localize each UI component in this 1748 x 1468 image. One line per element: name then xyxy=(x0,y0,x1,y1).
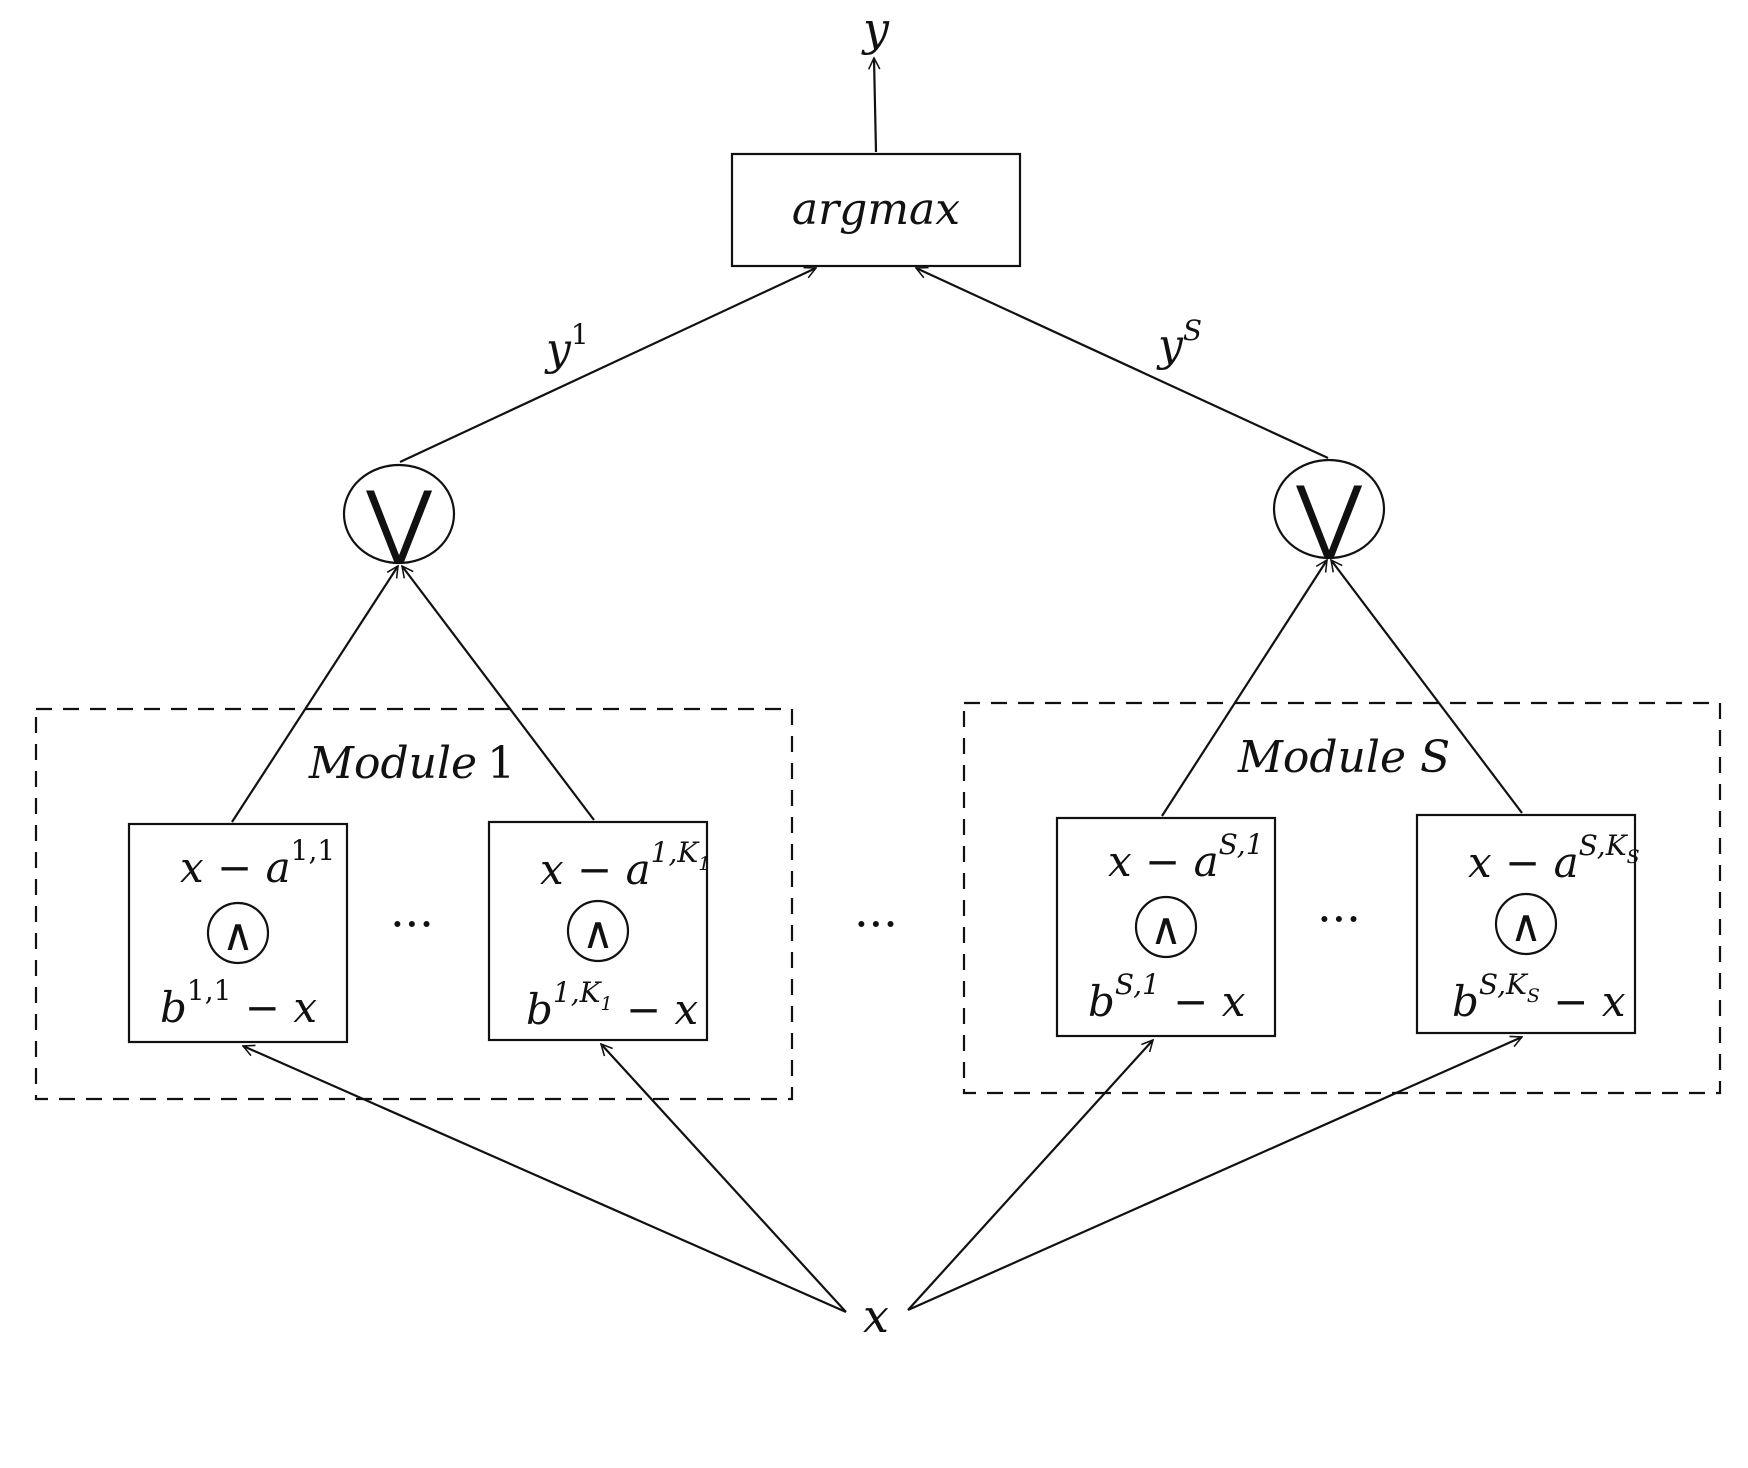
unit-S-1: x − aS,1 ∧ bS,1 − x xyxy=(1055,816,1277,1038)
and-node xyxy=(1134,895,1198,959)
edge-orS-to-argmax xyxy=(916,268,1329,459)
argmax-label: argmax xyxy=(792,184,960,235)
module-ellipsis: ··· xyxy=(854,897,898,951)
edge-unit-S-KS-to-orS xyxy=(1331,560,1523,814)
unit-S-KS: x − aS,KS ∧ bS,KS − x xyxy=(1415,813,1640,1035)
and-symbol: ∧ xyxy=(582,908,614,959)
unit-bottom-expression: b1,1 − x xyxy=(160,974,317,1032)
unit-top-expression: x − a1,K1 xyxy=(540,836,710,894)
module-1-frame xyxy=(34,707,794,1101)
unit-1-K1: x − a1,K1 ∧ b1,K1 − x xyxy=(487,820,710,1042)
unit-bottom-expression: bS,KS − x xyxy=(1452,968,1626,1026)
edge-unit-1-1-to-or1 xyxy=(231,566,398,823)
unit-top-expression: x − a1,1 xyxy=(180,834,335,892)
unit-ellipsis-module-S: ··· xyxy=(1317,892,1361,946)
and-symbol: ∧ xyxy=(1510,901,1542,952)
and-node xyxy=(206,901,270,965)
and-node xyxy=(566,899,630,963)
module-S-title: Module S xyxy=(1237,732,1450,783)
input-x-label: x xyxy=(863,1289,889,1343)
or-node-1: ⋁ xyxy=(342,463,456,567)
and-node xyxy=(1494,892,1558,956)
or-symbol: ⋁ xyxy=(1295,469,1362,562)
unit-bottom-expression: b1,K1 − x xyxy=(526,976,699,1034)
edge-argmax-to-y xyxy=(874,58,876,153)
unit-bottom-expression: bS,1 − x xyxy=(1088,968,1246,1026)
and-symbol: ∧ xyxy=(222,910,254,961)
edge-unit-S-1-to-orS xyxy=(1161,560,1327,817)
edge-or1-to-argmax xyxy=(399,268,816,463)
output-y-label: y xyxy=(861,2,890,56)
or-symbol: ⋁ xyxy=(365,474,432,567)
y1-label: y1 xyxy=(544,318,589,375)
edge-x-to-unit-1-1 xyxy=(243,1046,847,1314)
unit-ellipsis-module-1: ··· xyxy=(390,897,434,951)
or-node-S: ⋁ xyxy=(1272,458,1386,562)
edge-unit-1-K1-to-or1 xyxy=(402,566,595,821)
edge-x-to-unit-1-K1 xyxy=(601,1044,847,1313)
argmax-box xyxy=(730,152,1022,268)
and-symbol: ∧ xyxy=(1150,904,1182,955)
unit-1-1: x − a1,1 ∧ b1,1 − x xyxy=(127,822,349,1044)
yS-label: yS xyxy=(1156,314,1202,371)
edge-x-to-unit-S-1 xyxy=(907,1040,1153,1311)
edge-x-to-unit-S-KS xyxy=(907,1037,1522,1312)
module-S-frame xyxy=(962,701,1722,1095)
unit-top-expression: x − aS,KS xyxy=(1468,829,1640,887)
unit-top-expression: x − aS,1 xyxy=(1108,828,1264,886)
